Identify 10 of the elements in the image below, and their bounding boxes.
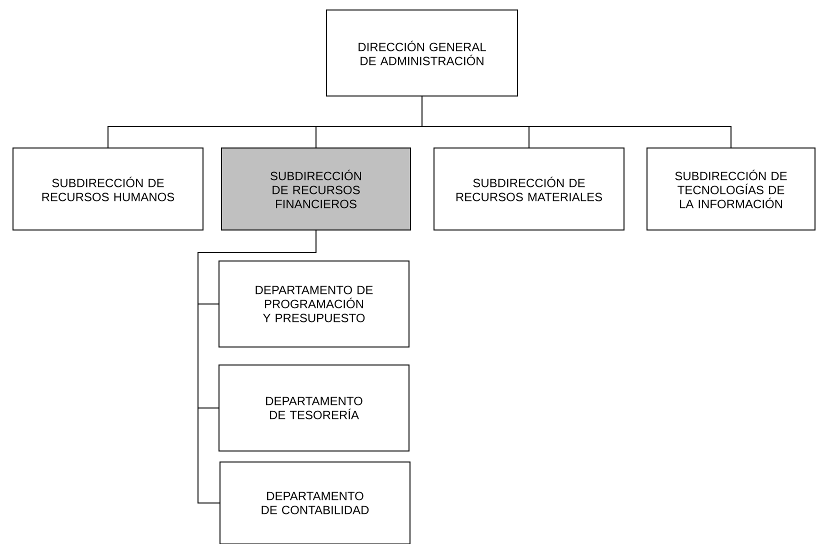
org-box: DIRECCIÓN GENERAL DE ADMINISTRACIÓN [326, 10, 518, 96]
org-box: SUBDIRECCIÓN DE TECNOLOGÍAS DE LA INFORMACIÓN [646, 148, 816, 230]
org-box: DEPARTAMENTO DE CONTABILIDAD [220, 462, 410, 544]
org-box: SUBDIRECCIÓN DE RECURSOS HUMANOS [12, 148, 204, 230]
org-box: DEPARTAMENTO DE TESORERÍA [218, 364, 410, 452]
connector-line [198, 230, 316, 504]
org-box: SUBDIRECCIÓN DE RECURSOS FINANCIEROS [221, 148, 411, 230]
connector-line [422, 96, 732, 148]
org-box: SUBDIRECCIÓN DE RECURSOS MATERIALES [434, 148, 624, 230]
org-box: DEPARTAMENTO DE PROGRAMACIÓN Y PRESUPUESTO [218, 260, 410, 348]
